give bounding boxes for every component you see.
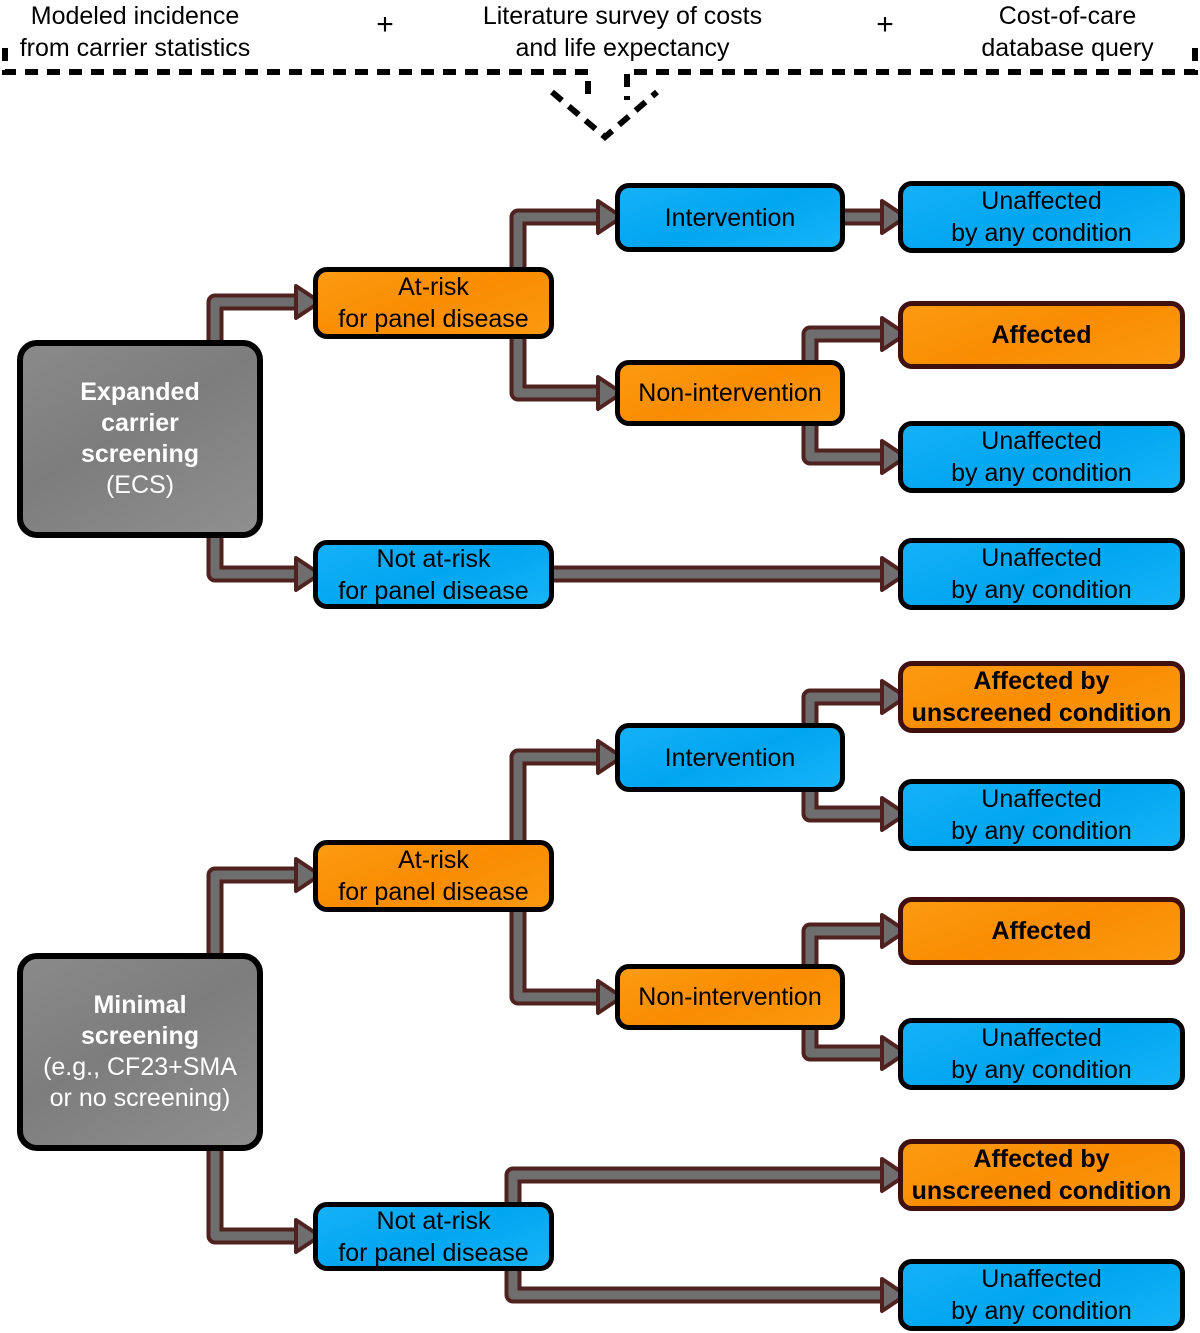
outcome-label: Unaffected by any condition: [951, 1265, 1132, 1325]
dashed-down-arrow: [550, 89, 659, 141]
node-minimal-screening[interactable]: Minimal screening (e.g., CF23+SMA or no …: [17, 953, 263, 1151]
node-ecs-intervention-label: Intervention: [664, 203, 796, 232]
node-min-intervention[interactable]: Intervention: [615, 723, 845, 792]
outcome-label: Unaffected by any condition: [951, 187, 1132, 247]
node-min-non-intervention[interactable]: Non-intervention: [615, 964, 845, 1030]
outcome-label: Unaffected by any condition: [951, 427, 1132, 487]
node-ecs-not-at-risk[interactable]: Not at-risk for panel disease: [313, 540, 554, 609]
plus-sign-1: +: [376, 8, 394, 41]
outcome-ecs-nonintervention-affected[interactable]: Affected: [898, 301, 1185, 369]
node-ecs-intervention[interactable]: Intervention: [615, 183, 845, 252]
wire-min-notatrisk-to-unaffected: [504, 1243, 908, 1313]
outcome-min-intervention-unaffected[interactable]: Unaffected by any condition: [898, 779, 1185, 851]
source-label-literature: Literature survey of costs and life expe…: [482, 2, 763, 62]
node-minimal-subtitle: (e.g., CF23+SMA or no screening): [43, 1053, 237, 1112]
node-ecs-at-risk-label: At-risk for panel disease: [338, 273, 529, 333]
source-label-incidence: Modeled incidence from carrier statistic…: [19, 2, 251, 62]
node-expanded-carrier-screening[interactable]: Expanded carrier screening (ECS): [17, 340, 263, 538]
outcome-label: Unaffected by any condition: [951, 785, 1132, 845]
node-ecs-at-risk[interactable]: At-risk for panel disease: [313, 267, 554, 339]
wire-min-notatrisk-to-affected-unscreened: [504, 1157, 908, 1228]
node-minimal-title: Minimal screening: [80, 991, 200, 1050]
outcome-min-intervention-affected-unscreened[interactable]: Affected by unscreened condition: [898, 661, 1185, 733]
node-min-at-risk-label: At-risk for panel disease: [338, 846, 529, 906]
plus-sign-2: +: [876, 8, 894, 41]
outcome-label: Unaffected by any condition: [951, 544, 1132, 604]
node-ecs-non-intervention[interactable]: Non-intervention: [615, 360, 845, 426]
node-min-at-risk[interactable]: At-risk for panel disease: [313, 840, 554, 912]
node-min-intervention-label: Intervention: [664, 743, 796, 772]
outcome-ecs-notatrisk-unaffected[interactable]: Unaffected by any condition: [898, 538, 1185, 610]
node-ecs-non-intervention-label: Non-intervention: [638, 379, 822, 407]
outcome-min-nonintervention-unaffected[interactable]: Unaffected by any condition: [898, 1018, 1185, 1090]
node-ecs-title: Expanded carrier screening: [80, 378, 200, 468]
wire-ecs-notatrisk-to-unaffected: [554, 556, 908, 592]
node-ecs-subtitle: (ECS): [105, 471, 175, 499]
outcome-label: Affected by unscreened condition: [911, 667, 1172, 727]
node-min-non-intervention-label: Non-intervention: [638, 983, 822, 1011]
outcome-min-notatrisk-affected-unscreened[interactable]: Affected by unscreened condition: [898, 1139, 1185, 1211]
node-min-not-at-risk-label: Not at-risk for panel disease: [338, 1206, 529, 1267]
outcome-label: Unaffected by any condition: [951, 1024, 1132, 1084]
outcome-min-notatrisk-unaffected[interactable]: Unaffected by any condition: [898, 1259, 1185, 1331]
outcome-ecs-nonintervention-unaffected[interactable]: Unaffected by any condition: [898, 421, 1185, 493]
outcome-label: Affected: [991, 321, 1092, 349]
source-label-database: Cost-of-care database query: [981, 2, 1154, 62]
outcome-label: Affected: [991, 917, 1092, 945]
wire-ecs-intervention-to-unaffected: [845, 199, 908, 235]
node-ecs-not-at-risk-label: Not at-risk for panel disease: [338, 544, 529, 605]
outcome-ecs-intervention-unaffected[interactable]: Unaffected by any condition: [898, 181, 1185, 253]
outcome-label: Affected by unscreened condition: [911, 1145, 1172, 1205]
node-min-not-at-risk[interactable]: Not at-risk for panel disease: [313, 1202, 554, 1271]
outcome-min-nonintervention-affected[interactable]: Affected: [898, 897, 1185, 965]
